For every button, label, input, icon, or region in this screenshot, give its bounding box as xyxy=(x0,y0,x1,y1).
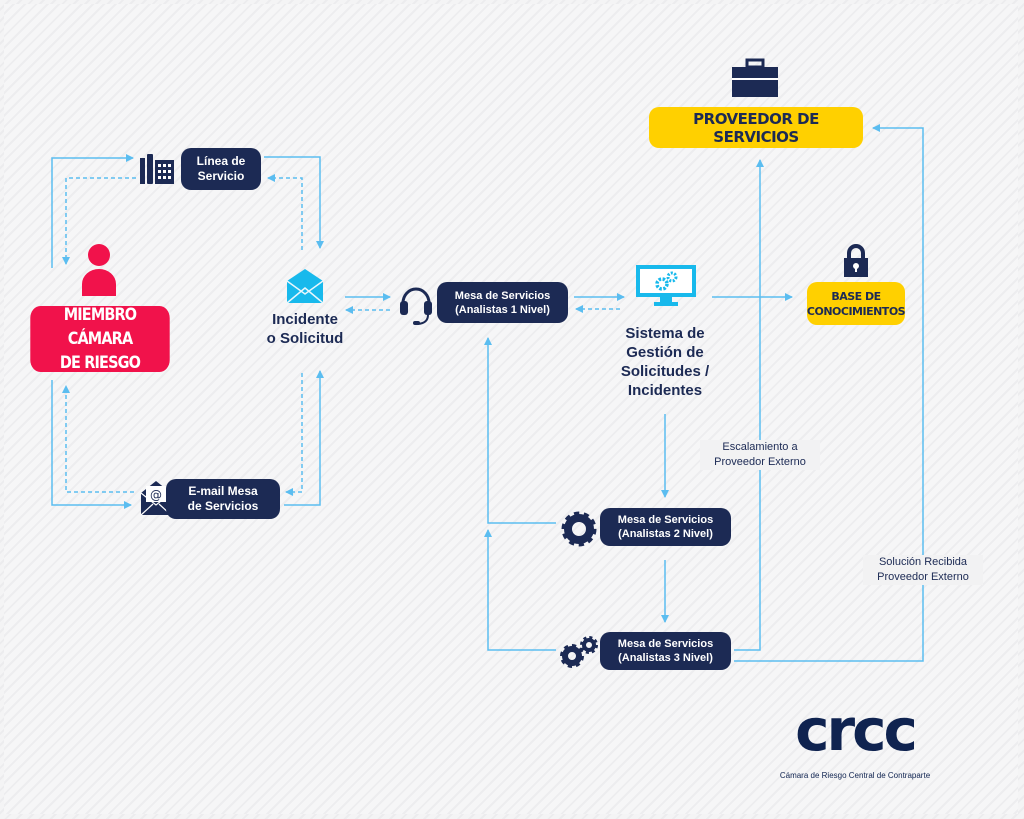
person-icon xyxy=(82,244,116,296)
service-line-label-2: Servicio xyxy=(197,169,245,183)
arrow-phone-to-member xyxy=(62,177,136,265)
incident-label-2: o Solicitud xyxy=(266,330,344,347)
system-label-1: Sistema de xyxy=(625,325,705,342)
crcc-logo: crcc xyxy=(795,696,918,764)
arrow-escalation xyxy=(734,159,764,651)
desk-level1-label-1: Mesa de Servicios xyxy=(454,289,551,302)
arrow-desk2-to-desk1 xyxy=(484,337,556,524)
arrow-email-to-member xyxy=(62,385,134,493)
arrow-incident-to-phone xyxy=(267,174,303,250)
escalation-label-1: Escalamiento a xyxy=(722,441,798,453)
arrow-member-to-email xyxy=(51,380,132,509)
logo-tagline: Cámara de Riesgo Central de Contraparte xyxy=(779,771,931,780)
escalation-label: Escalamiento a Proveedor Externo xyxy=(700,440,820,470)
gear-icon xyxy=(561,511,597,547)
envelope-icon xyxy=(286,269,324,304)
headset-icon xyxy=(400,287,432,325)
solution-label-1: Solución Recibida xyxy=(878,556,968,568)
fax-phone-icon xyxy=(140,154,174,184)
briefcase-icon xyxy=(732,58,778,97)
email-desk-node: E-mail Mesa de Servicios xyxy=(166,479,280,519)
email-desk-label-1: E-mail Mesa xyxy=(188,484,258,498)
provider-label: PROVEEDOR DE SERVICIOS xyxy=(693,109,819,146)
lock-icon xyxy=(844,244,868,277)
arrow-solution xyxy=(734,124,924,662)
system-node: Sistema de Gestión de Solicitudes / Inci… xyxy=(605,324,725,400)
member-label-line1: MIEMBRO CÁMARA xyxy=(63,305,137,349)
desk-level2-label-1: Mesa de Servicios xyxy=(617,514,714,526)
service-line-label-1: Línea de xyxy=(196,154,246,168)
solution-label-2: Proveedor Externo xyxy=(877,571,969,583)
desk-level2-node: Mesa de Servicios (Analistas 2 Nivel) xyxy=(600,508,731,546)
arrow-desk3-to-desk2 xyxy=(484,529,556,651)
provider-node: PROVEEDOR DE SERVICIOS xyxy=(649,107,863,148)
system-label-4: Incidentes xyxy=(627,382,703,399)
desk-level1-node: Mesa de Servicios (Analistas 1 Nivel) xyxy=(437,282,568,323)
knowledge-base-label-2: CONOCIMIENTOS xyxy=(806,304,906,318)
desk-level3-node: Mesa de Servicios (Analistas 3 Nivel) xyxy=(600,632,731,670)
arrow-incident-to-email xyxy=(285,373,303,496)
desk-level3-label-2: (Analistas 3 Nivel) xyxy=(618,652,713,664)
arrow-member-to-phone xyxy=(51,154,134,268)
escalation-label-2: Proveedor Externo xyxy=(714,456,806,468)
incident-label-1: Incidente xyxy=(272,311,338,328)
member-node: MIEMBRO CÁMARA DE RIESGO xyxy=(30,305,170,373)
knowledge-base-node: BASE DE CONOCIMIENTOS xyxy=(806,282,906,325)
desk-level1-label-2: (Analistas 1 Nivel) xyxy=(455,303,550,316)
desk-level2-label-2: (Analistas 2 Nivel) xyxy=(618,528,713,540)
monitor-gears-icon xyxy=(636,265,696,306)
system-label-3: Solicitudes / xyxy=(620,363,710,380)
arrow-email-to-incident xyxy=(284,370,324,506)
arrow-phone-to-incident xyxy=(264,156,324,249)
system-label-2: Gestión de xyxy=(626,344,704,361)
knowledge-base-label-1: BASE DE xyxy=(831,289,881,303)
gears-icon xyxy=(560,636,598,668)
email-desk-label-2: de Servicios xyxy=(187,499,259,513)
desk-level3-label-1: Mesa de Servicios xyxy=(617,638,714,650)
member-label-line2: DE RIESGO xyxy=(59,353,141,373)
service-line-node: Línea de Servicio xyxy=(181,148,261,190)
incident-node: Incidente o Solicitud xyxy=(255,310,355,348)
svg-text:@: @ xyxy=(150,488,162,502)
email-at-icon: @ xyxy=(140,481,172,516)
solution-label: Solución Recibida Proveedor Externo xyxy=(863,555,983,585)
